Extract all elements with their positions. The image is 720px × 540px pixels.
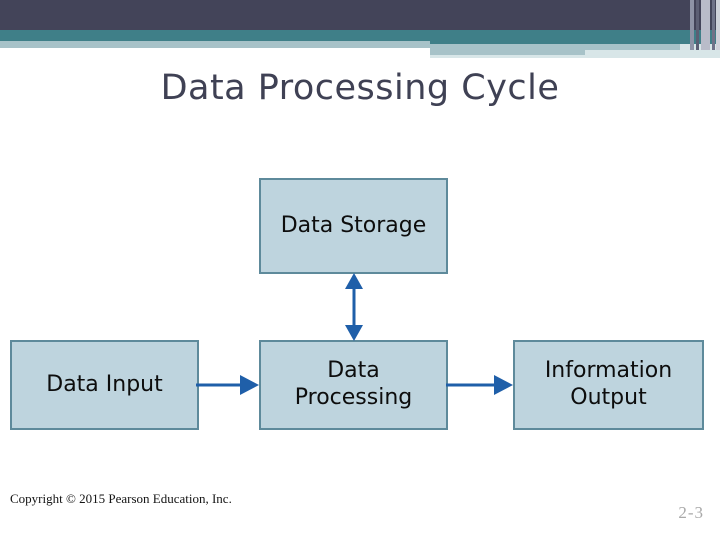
header-vertical-stripe-3	[701, 0, 710, 50]
header-vertical-stripe-4	[712, 0, 715, 50]
page-title: Data Processing Cycle	[160, 68, 560, 108]
node-information-output-label-line-1: Information	[544, 358, 673, 384]
header-band-pale-step-1	[430, 44, 680, 50]
header-band-pale-left	[0, 41, 430, 48]
node-information-output[interactable]: Information Output	[513, 340, 704, 430]
slide-header-decoration	[0, 0, 720, 60]
header-band-teal-step	[430, 30, 720, 44]
node-information-output-label: Information Output	[545, 358, 672, 412]
copyright-notice: Copyright © 2015 Pearson Education, Inc.	[10, 491, 232, 506]
node-data-input[interactable]: Data Input	[10, 340, 199, 430]
node-data-input-label: Data Input	[46, 371, 163, 397]
header-band-pale-step-2	[430, 50, 585, 55]
arrow-input-to-processing	[196, 375, 259, 395]
header-vertical-stripe-1	[690, 0, 694, 50]
node-data-storage-label: Data Storage	[280, 212, 427, 238]
header-band-dark	[0, 0, 720, 30]
slide-number: 2-3	[678, 503, 704, 522]
header-vertical-stripe-5	[716, 0, 720, 50]
arrow-processing-storage-double	[345, 273, 363, 341]
arrow-processing-to-output	[446, 375, 513, 395]
node-data-processing-label-line-2: Processing	[294, 385, 413, 410]
node-information-output-label-line-2: Output	[570, 385, 647, 410]
node-data-processing[interactable]: Data Processing	[259, 340, 448, 430]
node-data-storage[interactable]: Data Storage	[259, 178, 448, 274]
header-vertical-stripe-2	[696, 0, 699, 50]
header-band-teal	[0, 30, 720, 41]
node-data-processing-label: Data Processing	[295, 358, 412, 412]
node-data-processing-label-line-1: Data	[327, 358, 380, 384]
